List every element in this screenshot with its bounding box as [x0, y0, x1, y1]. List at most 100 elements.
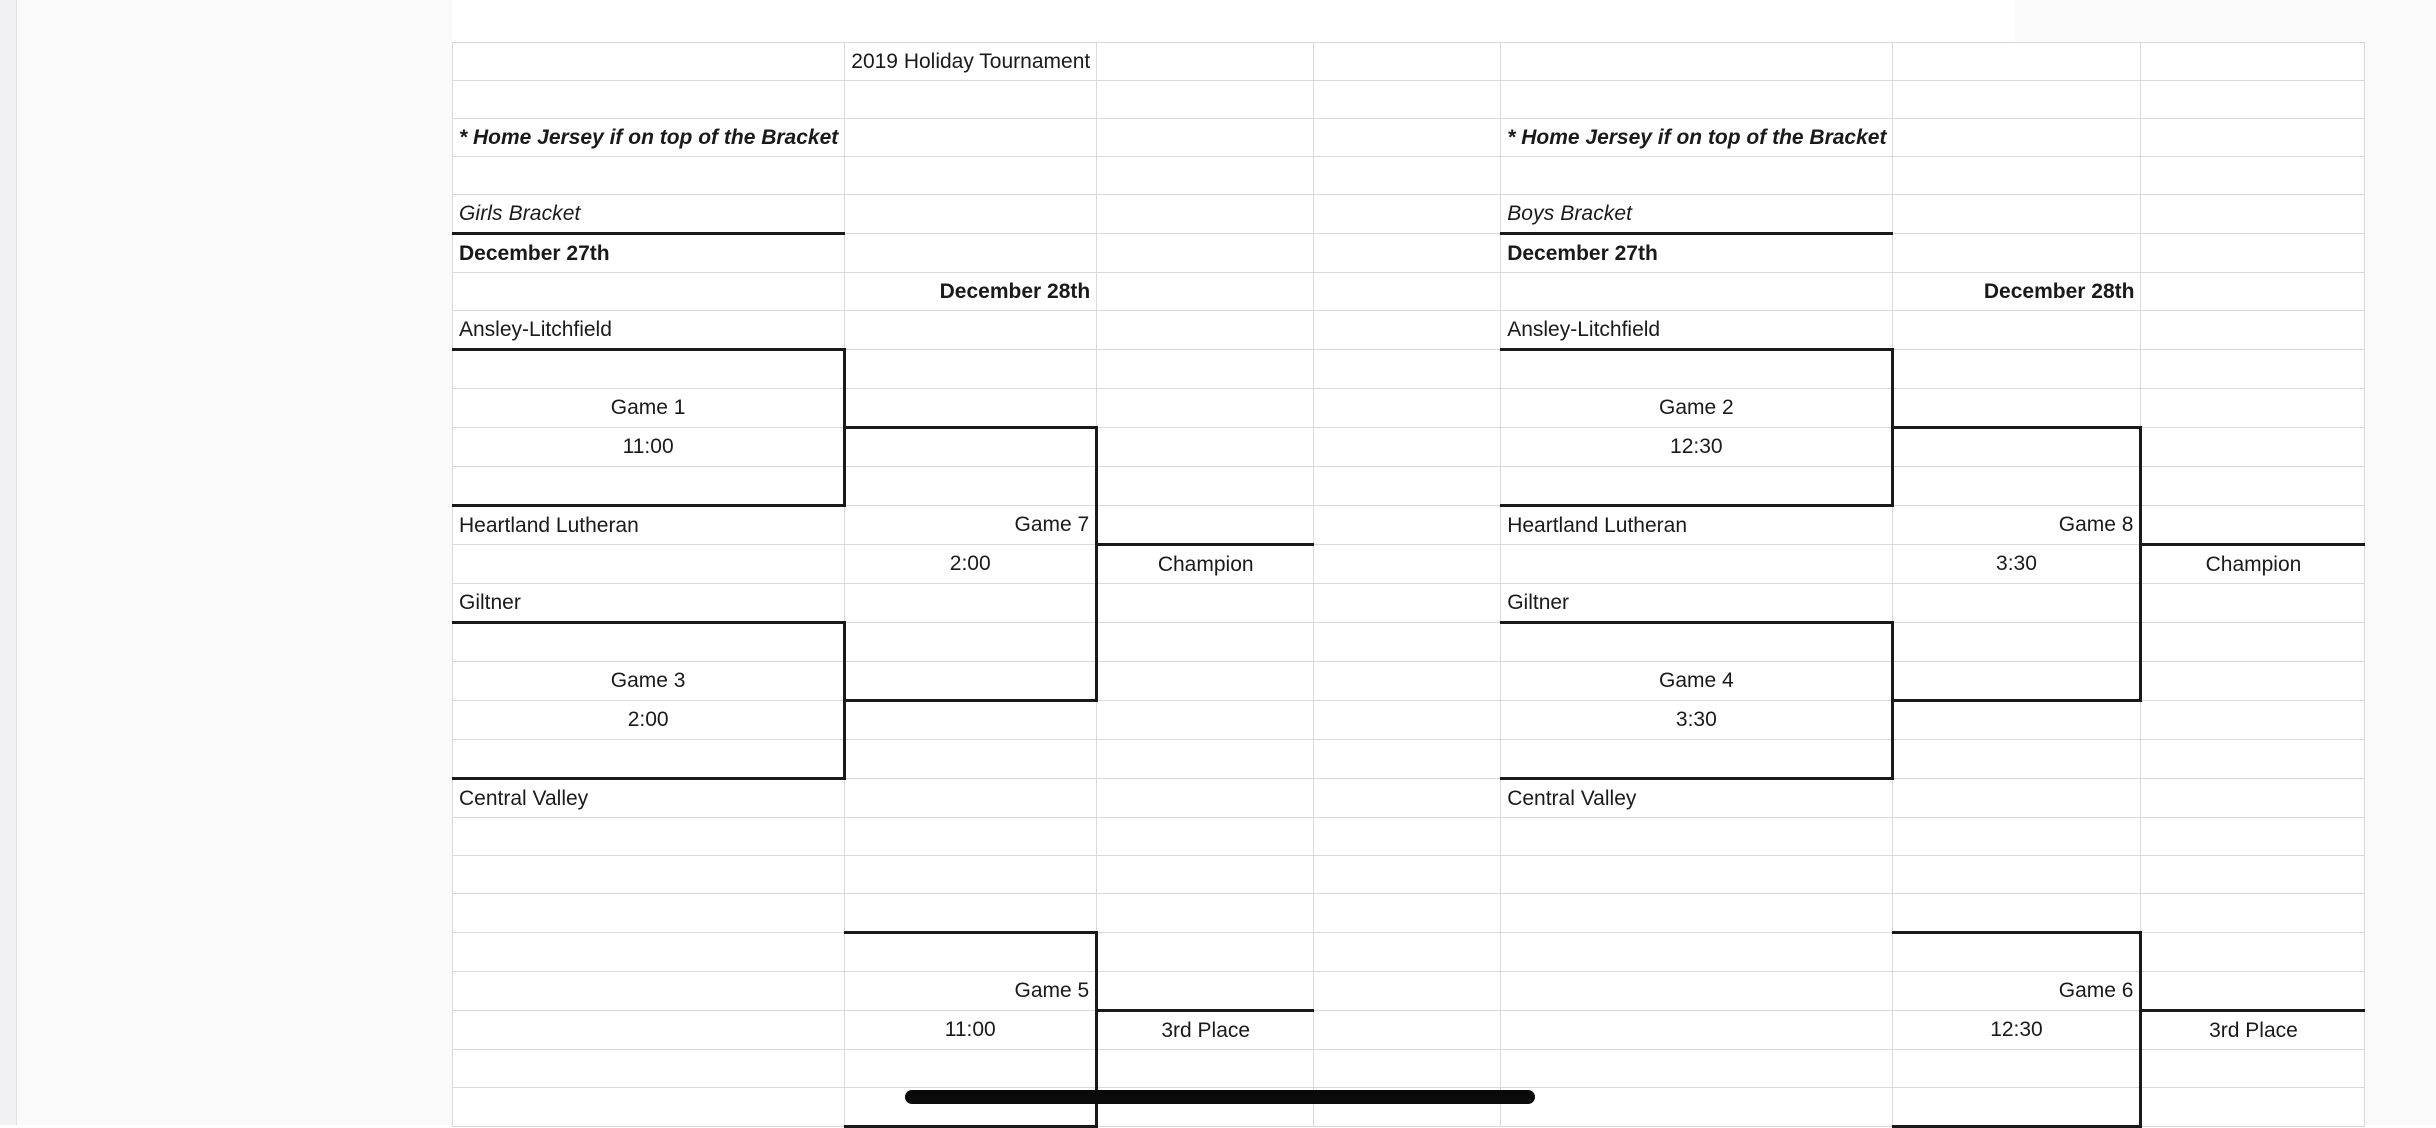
- cell-blank[interactable]: [2140, 1049, 2366, 1088]
- girls-third-place-label[interactable]: 3rd Place: [1096, 1009, 1315, 1050]
- cell-blank[interactable]: [844, 388, 1098, 428]
- cell-blank[interactable]: [1096, 80, 1315, 119]
- cell-blank[interactable]: [844, 80, 1098, 119]
- cell-blank[interactable]: [2140, 1087, 2366, 1127]
- boys-team-central-valley[interactable]: Central Valley: [1500, 778, 1894, 818]
- cell-blank[interactable]: [451, 893, 846, 933]
- cell-blank[interactable]: [1096, 778, 1315, 818]
- cell-blank[interactable]: [2140, 622, 2366, 662]
- boys-game6-time[interactable]: 12:30: [1892, 1010, 2143, 1050]
- girls-game5-label[interactable]: Game 5: [844, 971, 1099, 1011]
- boys-bracket-heading[interactable]: Boys Bracket: [1500, 194, 1894, 235]
- girls-team-central-valley[interactable]: Central Valley: [451, 778, 846, 818]
- cell-blank[interactable]: [1500, 544, 1894, 584]
- cell-blank[interactable]: [1500, 1049, 1894, 1088]
- cell-blank[interactable]: [1500, 272, 1894, 311]
- cell-blank[interactable]: [844, 855, 1098, 894]
- cell-blank[interactable]: [1096, 427, 1315, 467]
- cell-blank[interactable]: [1892, 80, 2142, 119]
- boys-game8-time[interactable]: 3:30: [1892, 544, 2143, 584]
- cell-blank[interactable]: [1313, 622, 1502, 662]
- cell-blank[interactable]: [2140, 233, 2366, 273]
- cell-blank[interactable]: [1500, 156, 1894, 195]
- cell-blank[interactable]: [2140, 971, 2366, 1011]
- cell-blank[interactable]: [1500, 1010, 1894, 1050]
- cell-blank[interactable]: [2140, 893, 2366, 933]
- cell-blank[interactable]: [2140, 778, 2366, 818]
- cell-blank[interactable]: [1313, 80, 1502, 119]
- cell-blank[interactable]: [1313, 272, 1502, 311]
- cell-blank[interactable]: [2140, 855, 2366, 894]
- cell-blank[interactable]: [844, 118, 1098, 157]
- cell-blank[interactable]: [1313, 855, 1502, 894]
- cell-blank[interactable]: [2140, 583, 2366, 623]
- cell-blank[interactable]: [1892, 118, 2142, 157]
- cell-blank[interactable]: [844, 310, 1098, 350]
- cell-blank[interactable]: [1096, 739, 1315, 779]
- cell-blank[interactable]: [451, 1087, 846, 1127]
- cell-blank[interactable]: [451, 1049, 846, 1088]
- cell-blank[interactable]: [2140, 80, 2366, 119]
- cell-blank[interactable]: [1096, 700, 1315, 740]
- cell-blank[interactable]: [1096, 971, 1315, 1011]
- cell-blank[interactable]: [1892, 194, 2142, 234]
- cell-blank[interactable]: [844, 778, 1098, 818]
- cell-blank[interactable]: [1313, 349, 1502, 389]
- cell-blank[interactable]: [451, 42, 846, 81]
- cell-blank[interactable]: [1096, 583, 1315, 623]
- cell-blank[interactable]: [1096, 156, 1315, 195]
- girls-champion-label[interactable]: Champion: [1096, 543, 1315, 584]
- cell-blank[interactable]: [1313, 466, 1502, 506]
- cell-blank[interactable]: [2140, 739, 2366, 779]
- cell-blank[interactable]: [451, 156, 846, 195]
- boys-round1-date[interactable]: December 27th: [1500, 233, 1894, 273]
- cell-blank[interactable]: [1892, 700, 2142, 740]
- cell-blank[interactable]: [451, 1010, 846, 1050]
- cell-blank[interactable]: [1313, 505, 1502, 545]
- cell-blank[interactable]: [451, 544, 846, 584]
- girls-game5-time[interactable]: 11:00: [844, 1010, 1099, 1050]
- cell-blank[interactable]: [2140, 661, 2366, 701]
- girls-game1-time[interactable]: 11:00: [451, 427, 847, 467]
- cell-blank[interactable]: [1096, 194, 1315, 234]
- girls-bracket-heading[interactable]: Girls Bracket: [451, 194, 846, 235]
- cell-blank[interactable]: [1313, 233, 1502, 273]
- girls-game3-label[interactable]: Game 3: [451, 661, 847, 701]
- cell-blank[interactable]: [844, 194, 1098, 234]
- cell-blank[interactable]: [1500, 42, 1894, 81]
- cell-blank[interactable]: [1892, 893, 2142, 933]
- cell-blank[interactable]: [2140, 817, 2366, 856]
- cell-blank[interactable]: [1892, 233, 2142, 273]
- cell-blank[interactable]: [1500, 932, 1894, 972]
- cell-blank[interactable]: [1313, 118, 1502, 157]
- cell-blank[interactable]: [1096, 505, 1315, 545]
- cell-blank[interactable]: [1313, 778, 1502, 818]
- cell-blank[interactable]: [2140, 932, 2366, 972]
- cell-blank[interactable]: [2140, 118, 2366, 157]
- cell-blank[interactable]: [1892, 817, 2142, 856]
- cell-blank[interactable]: [1313, 156, 1502, 195]
- cell-blank[interactable]: [1313, 583, 1502, 623]
- cell-blank[interactable]: [2140, 427, 2366, 467]
- boys-team-ansley-litchfield[interactable]: Ansley-Litchfield: [1500, 310, 1894, 350]
- boys-game6-label[interactable]: Game 6: [1892, 971, 2143, 1011]
- cell-blank[interactable]: [1892, 739, 2142, 779]
- girls-team-giltner[interactable]: Giltner: [451, 583, 846, 623]
- cell-blank[interactable]: [1892, 156, 2142, 195]
- cell-blank[interactable]: [1500, 971, 1894, 1011]
- cell-blank[interactable]: [1096, 118, 1315, 157]
- cell-blank[interactable]: [1500, 1087, 1894, 1127]
- cell-blank[interactable]: [844, 156, 1098, 195]
- cell-blank[interactable]: [451, 272, 846, 311]
- cell-blank[interactable]: [1892, 855, 2142, 894]
- cell-blank[interactable]: [1313, 971, 1502, 1011]
- cell-blank[interactable]: [1096, 661, 1315, 701]
- horizontal-scrollbar[interactable]: [905, 1090, 1535, 1104]
- home-jersey-note-boys[interactable]: * Home Jersey if on top of the Bracket: [1500, 118, 1894, 157]
- cell-blank[interactable]: [844, 233, 1098, 273]
- cell-blank[interactable]: [1313, 932, 1502, 972]
- cell-blank[interactable]: [1313, 427, 1502, 467]
- cell-blank[interactable]: [1313, 661, 1502, 701]
- cell-blank[interactable]: [2140, 388, 2366, 428]
- boys-game4-label[interactable]: Game 4: [1500, 661, 1895, 701]
